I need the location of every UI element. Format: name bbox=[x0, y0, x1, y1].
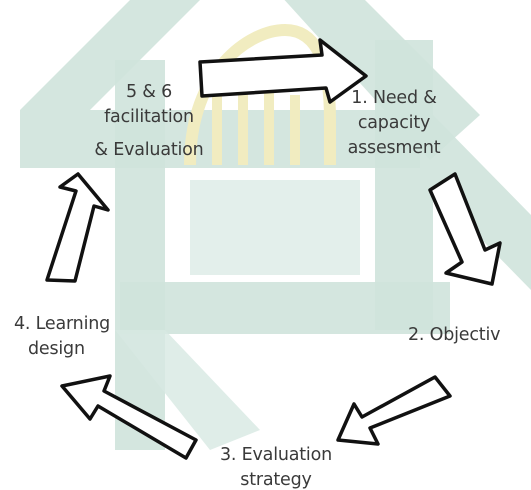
step-evaluation-strategy-line-1: 3. Evaluation bbox=[220, 445, 332, 465]
step-need-line-2: capacity bbox=[357, 113, 431, 133]
arrow-to-facilitation-icon bbox=[45, 172, 110, 283]
step-evaluation-strategy-label: 3. Evaluation strategy bbox=[206, 443, 346, 490]
step-need-line-3: assesment bbox=[347, 138, 441, 158]
watermark-frame bbox=[20, 0, 531, 450]
step-learning-design-line-1: 4. Learning bbox=[14, 314, 111, 334]
step-need-line-1: 1. Need & bbox=[351, 88, 437, 108]
arrow-to-objective-icon bbox=[428, 172, 502, 286]
arrow-to-need-icon bbox=[198, 38, 368, 104]
step-facilitation-label: 5 & 6 facilitation & Evaluation bbox=[74, 80, 224, 163]
step-learning-design-label: 4. Learning design bbox=[14, 312, 138, 362]
step-facilitation-line-1: 5 & 6 bbox=[125, 82, 173, 102]
step-objective-line-1: 2. Objectiv bbox=[408, 325, 501, 345]
step-learning-design-line-2: design bbox=[28, 339, 85, 359]
arrow-to-evaluation-strategy-icon bbox=[336, 375, 452, 446]
step-facilitation-line-2: facilitation bbox=[104, 107, 194, 127]
arrow-to-learning-design-icon bbox=[60, 374, 198, 460]
step-objective-label: 2. Objectiv bbox=[408, 323, 528, 348]
step-need-label: 1. Need & capacity assesment bbox=[330, 86, 458, 161]
step-evaluation-strategy-line-2: strategy bbox=[240, 470, 312, 490]
step-facilitation-line-3: & Evaluation bbox=[94, 140, 204, 160]
